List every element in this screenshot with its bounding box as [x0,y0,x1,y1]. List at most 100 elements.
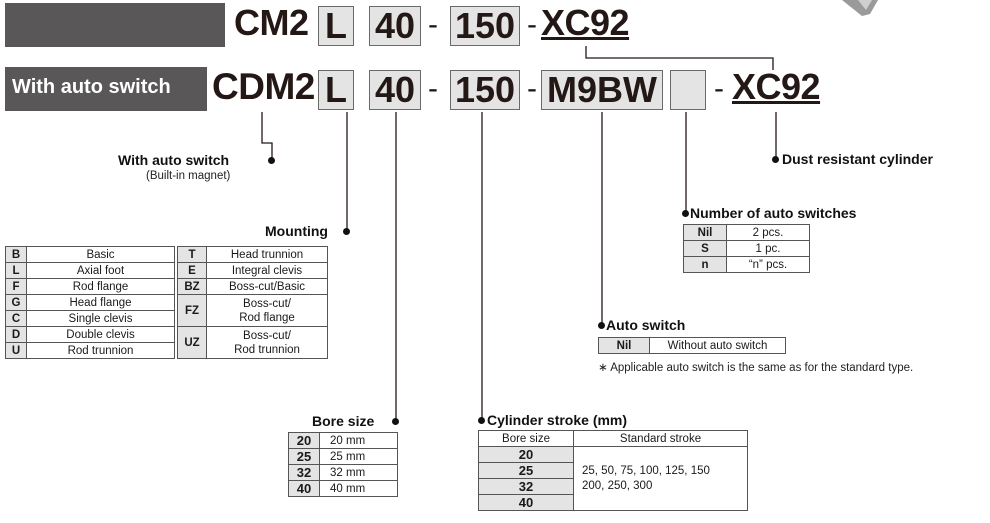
sw-series-code: CDM2 [212,66,315,108]
bore-code: 40 [288,480,320,497]
mount-code: B [5,246,27,263]
auto-switch-note: ∗ Applicable auto switch is the same as … [598,362,914,374]
mount-name: Axial foot [26,262,175,279]
mount-code: E [177,262,207,279]
sw-dash-2: - [527,72,537,105]
num-switch-code: n [683,256,727,273]
stroke-bore-code: 32 [478,478,574,495]
mount-name: Single clevis [26,310,175,327]
sw-num-switch-box [670,70,706,110]
cylinder-stroke-dot [478,417,485,424]
std-dash-1: - [428,8,438,41]
mount-code: F [5,278,27,295]
bore-code: 25 [288,448,320,465]
sw-dash-3: - [714,72,724,105]
stroke-line-2: 200, 250, 300 [582,479,653,492]
bore-size-dot [392,418,399,425]
mount-code: C [5,310,27,327]
header-gray-bar [5,3,225,47]
standard-stroke-values: 25, 50, 75, 100, 125, 150 200, 250, 300 [573,446,748,511]
mount-name: Rod flange [26,278,175,295]
table-row: 20 25, 50, 75, 100, 125, 150 200, 250, 3… [478,446,748,511]
mount-code: D [5,326,27,343]
bore-code: 20 [288,432,320,449]
mount-name: Boss-cut/Basic [206,278,328,295]
with-auto-switch-dot [268,157,275,164]
stroke-header-bore: Bore size [478,430,574,447]
mount-name: Head trunnion [206,246,328,263]
dust-resistant-dot [772,156,779,163]
bore-value: 32 mm [319,464,398,481]
stroke-bore-code: 25 [478,462,574,479]
sw-mount-box: L [318,70,354,110]
mount-code: L [5,262,27,279]
table-row: 32 [478,478,748,495]
mount-name: Integral clevis [206,262,328,279]
mount-name: Basic [26,246,175,263]
table-row: 25 [478,462,748,479]
auto-switch-badge: With auto switch [5,67,207,111]
num-switch-code: S [683,240,727,257]
std-suffix-code: XC92 [541,2,630,43]
bore-size-label: Bore size [312,413,375,429]
sw-suffix-code: XC92 [732,66,821,107]
stroke-bore-code: 20 [478,446,574,463]
mount-name-line1: Boss-cut/ [243,297,291,310]
mounting-dot [343,228,350,235]
mount-name: Rod trunnion [26,342,175,359]
auto-switch-label: Auto switch [606,317,686,333]
num-switch-code: Nil [683,224,727,241]
cylinder-stroke-label: Cylinder stroke (mm) [487,412,628,428]
mount-name: Double clevis [26,326,175,343]
num-switch-value: 2 pcs. [726,224,810,241]
with-auto-switch-label: With auto switch [118,152,230,168]
sw-switch-box: M9BW [541,70,663,110]
std-dash-2: - [527,8,537,41]
mount-name: Boss-cut/Rod trunnion [206,326,328,359]
mounting-label: Mounting [265,223,328,239]
stroke-bore-code: 40 [478,494,574,511]
cylinder-stroke-table: Bore size Standard stroke 20 25, 50, 75,… [478,430,748,511]
num-switch-value: “n” pcs. [726,256,810,273]
bore-code: 32 [288,464,320,481]
sw-bore-box: 40 [369,70,421,110]
std-stroke-box: 150 [450,6,520,46]
num-switches-dot [682,210,689,217]
mount-name-line2: Rod flange [239,311,295,324]
table-row: n“n” pcs. [683,256,810,273]
sw-series-text: CDM2 [212,66,315,107]
table-row: Bore size Standard stroke [478,430,748,447]
mount-name: Boss-cut/Rod flange [206,294,328,327]
mount-code: FZ [177,294,207,327]
bore-value: 20 mm [319,432,398,449]
built-in-magnet-label: (Built-in magnet) [146,170,231,182]
bore-value: 25 mm [319,448,398,465]
mount-code: UZ [177,326,207,359]
std-series-code: CM2 [234,2,309,43]
num-switches-label: Number of auto switches [690,205,857,221]
table-row: 40 [478,494,748,511]
sw-dash-1: - [428,72,438,105]
auto-switch-code: Nil [598,337,650,354]
dust-resistant-label: Dust resistant cylinder [782,151,933,167]
mount-code: T [177,246,207,263]
mount-code: G [5,294,27,311]
